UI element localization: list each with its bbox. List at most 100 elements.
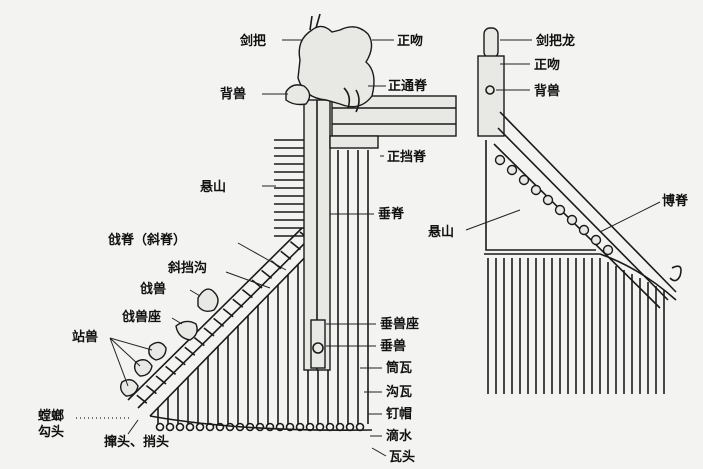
label-beishou-right: 背兽	[534, 83, 560, 99]
hanging-gable-outline	[485, 140, 596, 251]
standing-beast-2	[133, 359, 153, 377]
hip-tile	[174, 356, 186, 366]
tile-end-cap	[265, 422, 275, 432]
label-zhengdangji: 正挡脊	[387, 149, 427, 165]
ridge-bead	[494, 154, 506, 166]
tile-end-cap	[295, 422, 305, 432]
label-jianbalong: 剑把龙	[535, 33, 575, 49]
tile-end-cap	[205, 422, 215, 432]
tile-end-cap	[155, 422, 165, 432]
tile-end-cap	[355, 422, 365, 432]
label-beishou: 背兽	[220, 86, 246, 102]
standing-beast-3	[119, 379, 139, 397]
label-gouwa: 沟瓦	[386, 384, 412, 400]
tile-end-cap	[215, 422, 225, 432]
tile-end-cap	[255, 422, 265, 432]
label-zhengwen-right: 正吻	[534, 57, 560, 73]
hip-tile	[165, 365, 177, 376]
hip-tile	[241, 288, 253, 299]
main-ridge-ornament	[297, 25, 375, 108]
hip-tile	[222, 308, 234, 318]
label-xiedanggou: 斜挡沟	[167, 260, 207, 276]
standing-beast-1	[148, 341, 167, 361]
leader-lines	[76, 39, 661, 457]
hip-tile	[203, 327, 215, 337]
right-tile-rows	[487, 258, 665, 394]
vertical-beast-seat	[310, 319, 326, 369]
tile-end-cap	[335, 422, 345, 432]
label-qiangshou: 戗兽	[140, 281, 166, 297]
hip-tile	[289, 240, 301, 251]
label-tongwa: 筒瓦	[386, 360, 412, 376]
tile-end-cap	[235, 422, 245, 432]
tile-end-cap	[165, 422, 175, 432]
left-roof-drawing	[119, 13, 457, 432]
sword-dragon-post	[483, 27, 499, 59]
hip-ridge-tiles	[136, 231, 311, 404]
label-jianba: 剑把	[239, 33, 266, 49]
tile-end-cap	[185, 422, 195, 432]
gable-ridge-beads	[494, 154, 614, 256]
hip-tile	[251, 279, 263, 289]
label-chuiji: 垂脊	[378, 206, 405, 222]
label-zhanshou: 站兽	[72, 329, 98, 345]
label-qiangji: 戗脊（斜脊）	[108, 232, 186, 248]
ridge-bead	[578, 224, 590, 236]
hip-beast-seat	[175, 320, 198, 341]
right-labels: 剑把龙 正吻 背兽 博脊 悬山	[428, 33, 689, 240]
hip-tile	[193, 336, 205, 347]
tile-end-cap	[275, 422, 285, 432]
label-tanglang: 螳螂	[38, 408, 64, 424]
label-chuantou: 撺头、捎头	[104, 434, 169, 450]
label-goutou: 勾头	[38, 424, 64, 440]
hip-tile	[136, 394, 148, 404]
label-watou: 瓦头	[389, 449, 415, 465]
tile-end-cap	[175, 422, 185, 432]
label-chuishouzuo: 垂兽座	[380, 316, 419, 332]
label-zhengtongji: 正通脊	[388, 78, 428, 94]
tile-end-cap	[285, 422, 295, 432]
hip-tile	[145, 384, 157, 395]
hip-tile	[261, 269, 273, 280]
hip-tile	[155, 375, 167, 385]
ridge-bead	[566, 214, 578, 226]
tile-end-cap	[325, 422, 335, 432]
hip-tile	[280, 250, 292, 260]
ridge-bead	[506, 164, 518, 176]
tile-end-cap	[315, 422, 325, 432]
tile-end-cap	[245, 422, 255, 432]
ridge-bead	[590, 234, 602, 246]
main-ornament-right	[477, 55, 505, 137]
tile-end-cap	[305, 422, 315, 432]
hip-tile	[184, 346, 196, 356]
hip-beast	[197, 288, 219, 313]
label-boji: 博脊	[662, 193, 689, 209]
label-qiangshouzuo: 戗兽座	[122, 309, 161, 325]
left-labels: 剑把 正吻 背兽 正通脊 正挡脊 悬山 垂脊 戗脊（斜脊） 斜挡沟 戗兽 戗兽座…	[38, 33, 428, 465]
ridge-bead	[518, 174, 530, 186]
right-roof-drawing	[477, 27, 682, 394]
vertical-beast	[312, 342, 324, 354]
label-xuanshan-left: 悬山	[200, 179, 226, 195]
label-zhengwen: 正吻	[397, 33, 423, 49]
ridge-end-ornament	[669, 265, 682, 282]
label-xuanshan-right: 悬山	[428, 224, 454, 240]
hip-tile	[232, 298, 244, 308]
ridge-bead	[542, 194, 554, 206]
ridge-bead	[602, 244, 614, 256]
label-dishui: 滴水	[386, 428, 413, 444]
roof-tile-rows	[157, 150, 369, 424]
ridge-block	[329, 135, 379, 149]
tile-end-cap	[225, 422, 235, 432]
back-beast	[285, 84, 311, 106]
tile-end-cap	[345, 422, 355, 432]
eave-tile-ends	[155, 422, 365, 432]
gable-eave-line	[484, 253, 677, 301]
sword-handle-ornament	[309, 13, 321, 31]
tile-end-cap	[195, 422, 205, 432]
ornament-scrolls	[343, 87, 360, 113]
back-beast-right	[485, 85, 495, 95]
label-dingmao: 钉帽	[386, 406, 412, 422]
